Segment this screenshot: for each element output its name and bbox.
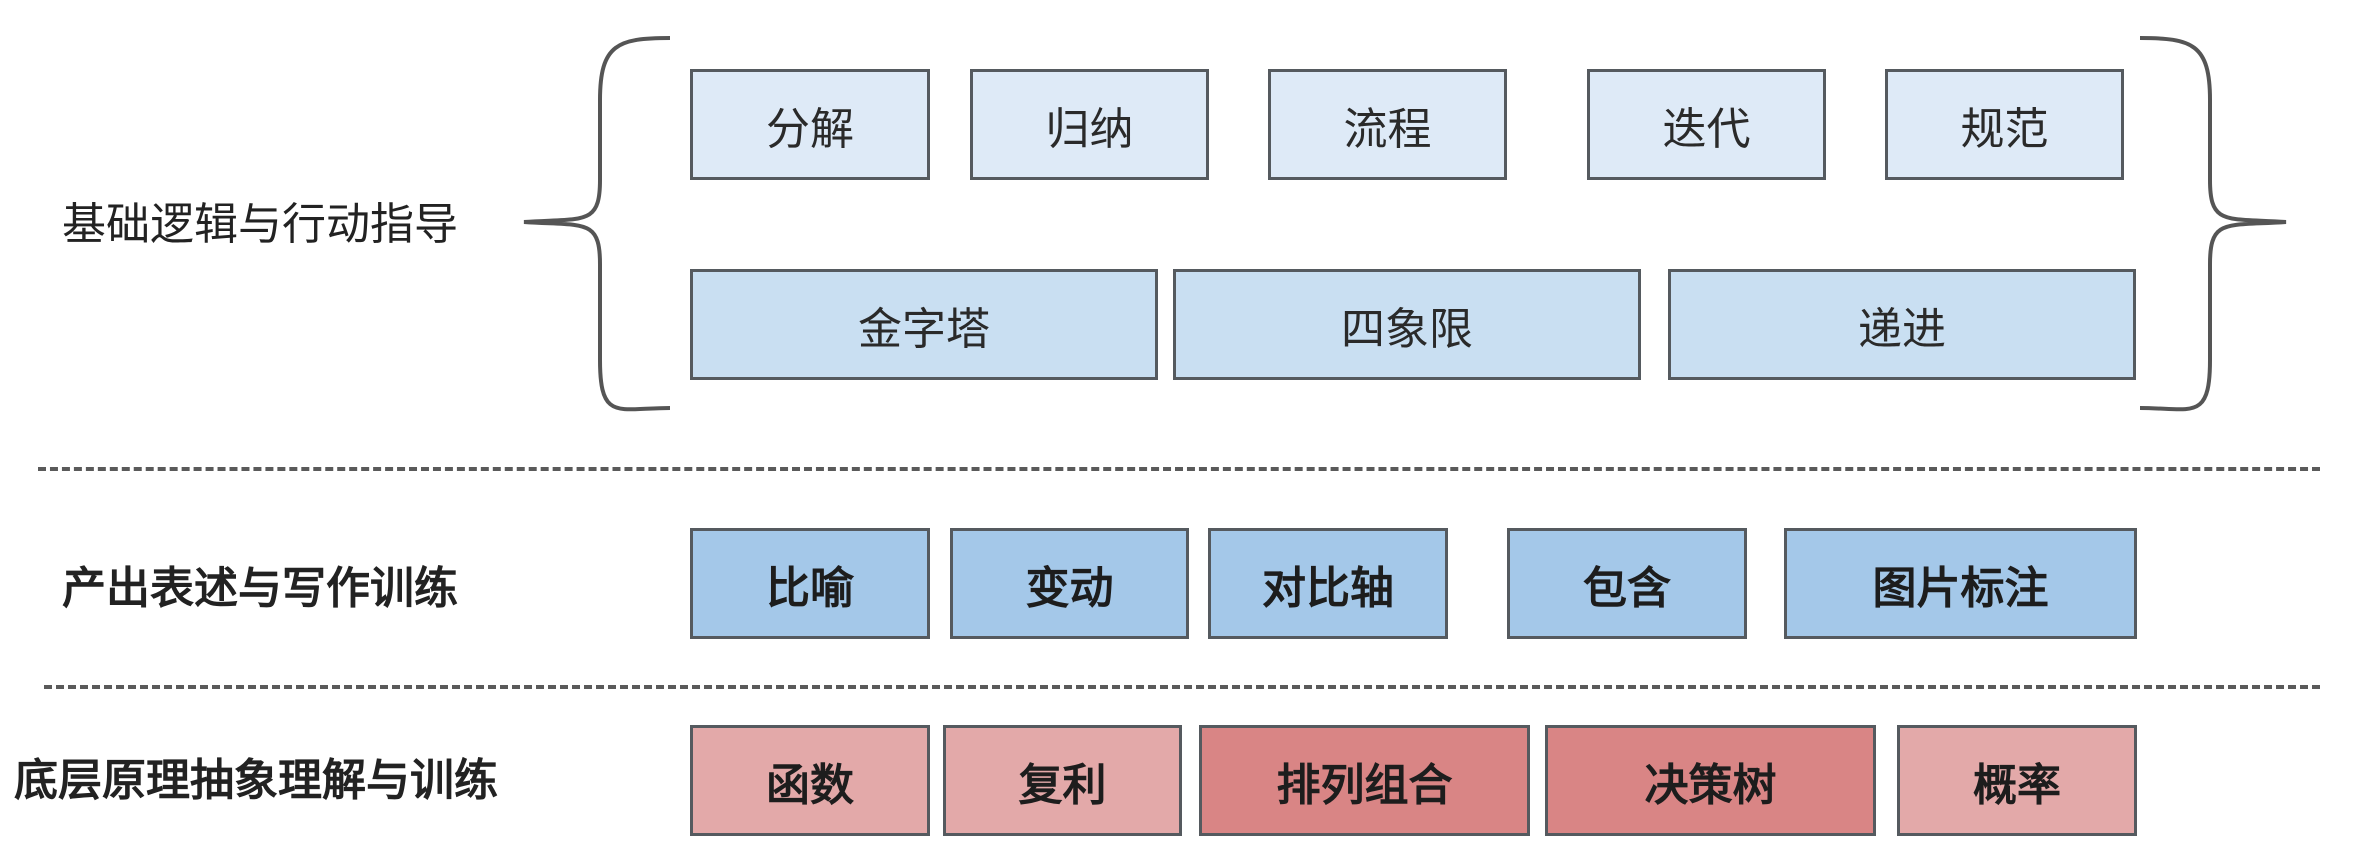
logic-box-4: 迭代 <box>1587 69 1826 180</box>
section-label-logic: 基础逻辑与行动指导 <box>62 199 458 250</box>
principles-box-3: 排列组合 <box>1199 725 1530 836</box>
right-brace <box>2139 36 2287 412</box>
principles-box-4: 决策树 <box>1545 725 1876 836</box>
logic-box-5: 规范 <box>1885 69 2124 180</box>
principles-box-2: 复利 <box>943 725 1182 836</box>
logic-box-3: 流程 <box>1268 69 1507 180</box>
section-label-expression: 产出表述与写作训练 <box>62 563 458 614</box>
principles-box-5: 概率 <box>1897 725 2137 836</box>
expression-box-3: 对比轴 <box>1208 528 1448 639</box>
section-label-principles: 底层原理抽象理解与训练 <box>14 755 498 806</box>
principles-box-1: 函数 <box>690 725 930 836</box>
left-brace <box>523 36 671 412</box>
logic-box-8: 递进 <box>1668 269 2136 380</box>
expression-box-1: 比喻 <box>690 528 930 639</box>
expression-box-5: 图片标注 <box>1784 528 2137 639</box>
logic-box-6: 金字塔 <box>690 269 1158 380</box>
section-divider-1 <box>38 467 2320 471</box>
logic-box-7: 四象限 <box>1173 269 1641 380</box>
section-divider-2 <box>44 685 2320 689</box>
logic-box-2: 归纳 <box>970 69 1209 180</box>
expression-box-4: 包含 <box>1507 528 1747 639</box>
expression-box-2: 变动 <box>950 528 1189 639</box>
logic-box-1: 分解 <box>690 69 930 180</box>
